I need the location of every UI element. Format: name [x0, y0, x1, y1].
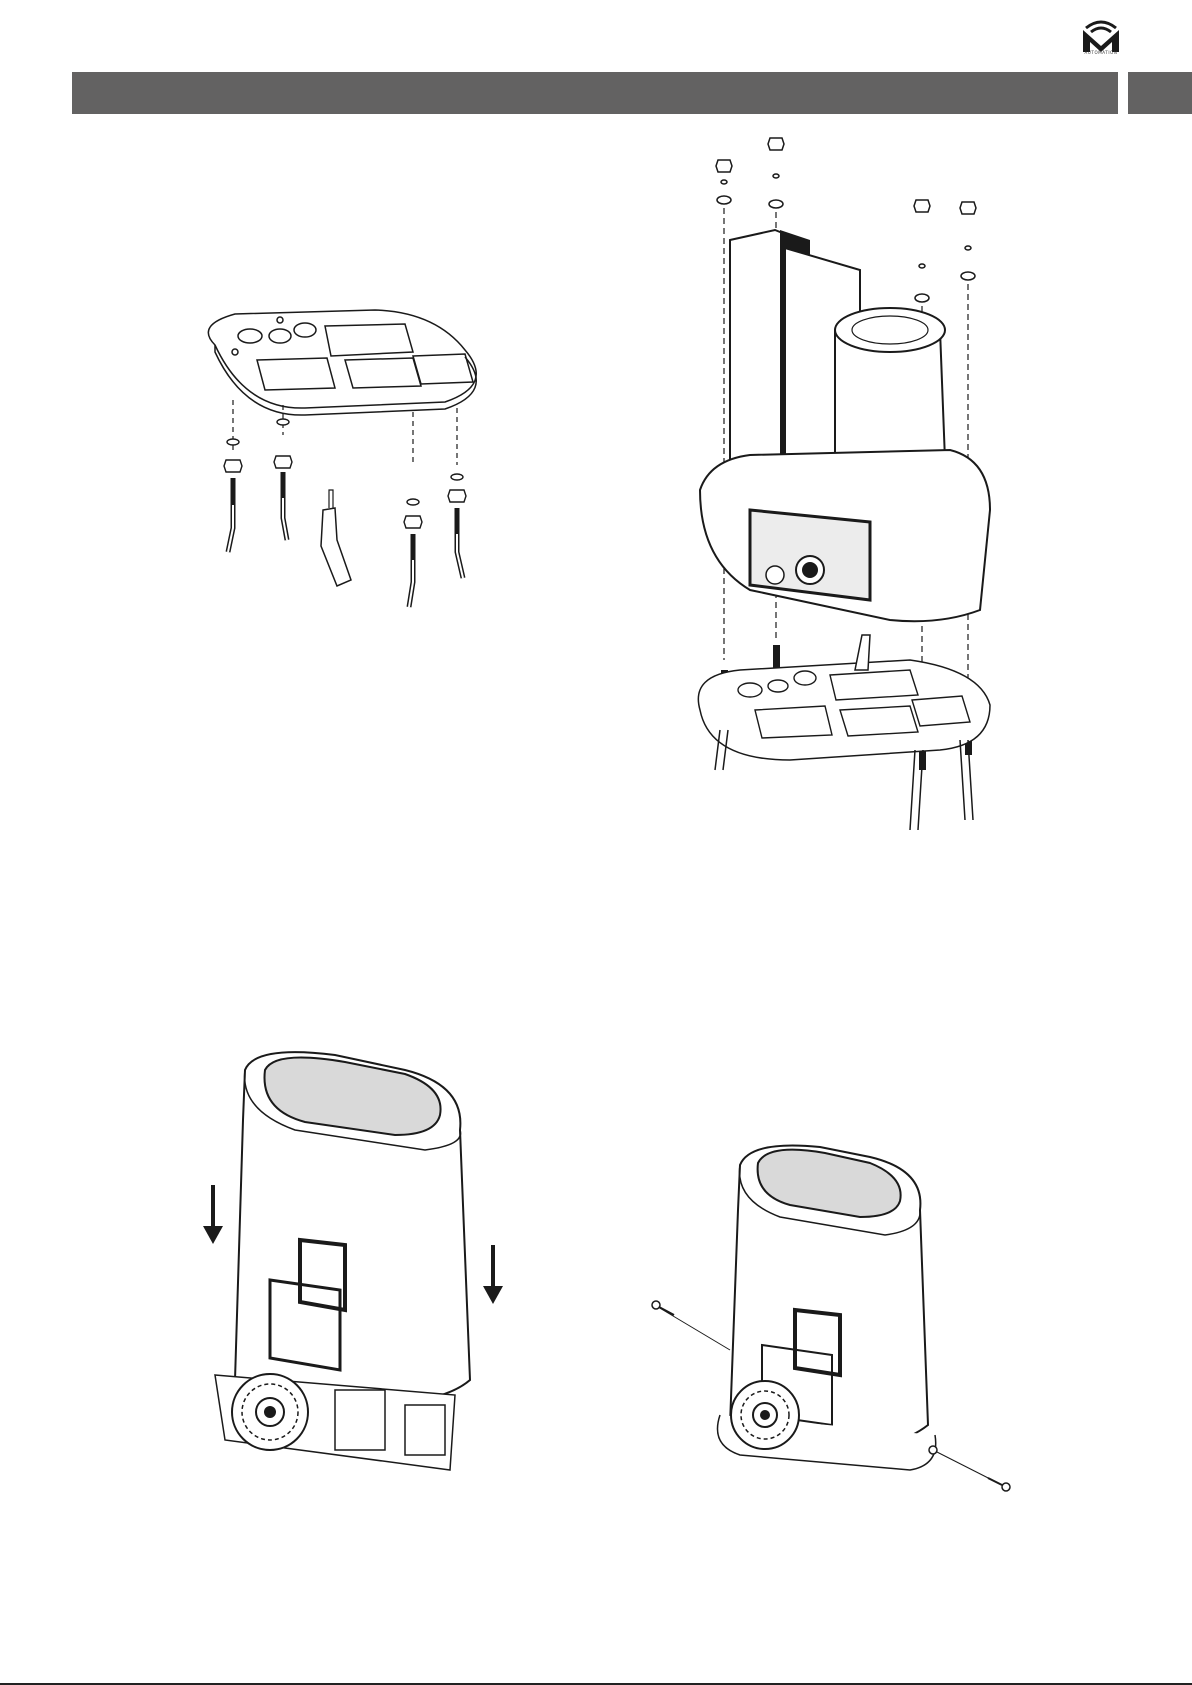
figure-cover-screws	[650, 1125, 1020, 1515]
screw-icon	[652, 1301, 674, 1315]
motor-exploded-illustration	[690, 130, 1010, 850]
figure-motor-mount-exploded	[690, 130, 1010, 850]
figure-cover-lowering	[195, 1040, 515, 1490]
down-arrow-icon	[483, 1245, 503, 1304]
cover-install-illustration	[195, 1040, 515, 1490]
logo-text: AUTOMATION	[1078, 50, 1124, 55]
foundation-plate-illustration	[195, 300, 505, 650]
down-arrow-icon	[203, 1185, 223, 1244]
screw-icon	[988, 1478, 1010, 1491]
section-header-bar	[72, 72, 1118, 114]
figure-base-plate-anchors	[195, 300, 505, 650]
page-tab	[1128, 72, 1192, 114]
cover-screw-illustration	[650, 1125, 1020, 1515]
m-wifi-logo-icon	[1078, 14, 1124, 54]
